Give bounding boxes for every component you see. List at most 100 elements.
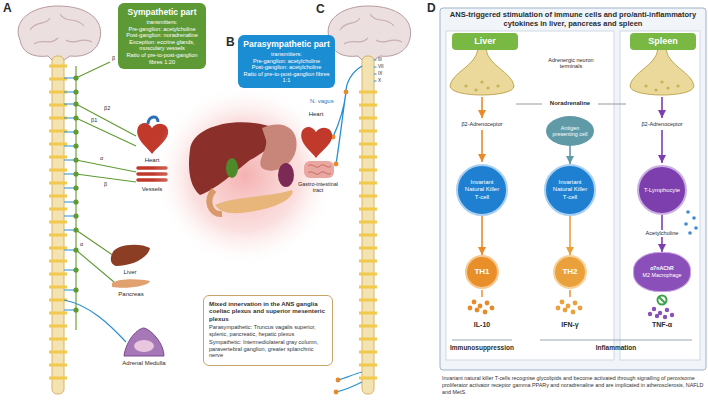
node-text: Pre-ganglion: acetylcholine: [242, 58, 331, 65]
liver-small: [111, 245, 150, 266]
cytokine-arrow: [482, 290, 570, 297]
node-text: Invariant Natural Killer T-cell: [551, 179, 589, 200]
receptor-label: α: [80, 241, 83, 247]
node-text: Ratio of pre-to-post-ganglion fibres 1:2…: [122, 52, 202, 65]
cytokine-label: IL-10: [462, 321, 502, 329]
spinal-cord: [52, 56, 64, 394]
node-text: Antigen presenting cell: [551, 125, 589, 138]
release-arrow: [661, 97, 663, 118]
spleen-column: [620, 31, 700, 360]
bracket-line: [452, 340, 692, 341]
node-text: α7nAChR: [638, 265, 686, 271]
receptor-arrow: [481, 130, 483, 162]
organ-header: Spleen: [630, 33, 696, 50]
node-text: Spleen: [632, 36, 694, 47]
preganglionic-fibres: [64, 78, 74, 310]
node-text: Ratio of pre-to-post-ganglion fibres 1:1: [242, 71, 331, 84]
cranial-nerve-number: III: [378, 57, 382, 62]
vertebra-bands-c: [359, 92, 377, 378]
vertebra-bands: [49, 66, 67, 378]
inkt-cell: Invariant Natural Killer T-cell: [544, 164, 596, 216]
inkt-cell: Invariant Natural Killer T-cell: [456, 164, 508, 216]
brain-c: [328, 6, 411, 60]
pancreas-large: [215, 190, 293, 213]
gut: [304, 161, 334, 178]
panel-letter: A: [3, 2, 12, 15]
outcome-label: Inflammation: [581, 344, 651, 351]
cranial-nerve-number: VII: [378, 64, 384, 69]
parasympathetic-box: Parasympathetic part transmitters:Pre-gan…: [238, 35, 335, 88]
receptor-arrow: [661, 130, 663, 163]
stomach: [260, 124, 296, 170]
receptor-label: β2: [104, 105, 110, 111]
vesicles: [464, 80, 679, 91]
receptor-label: β: [104, 181, 107, 187]
spinal-cord-c: [362, 56, 374, 394]
node-text: M2 Macrophage: [638, 272, 686, 278]
node-text: Pre-ganglion: acetylcholine: [122, 26, 202, 33]
antigen-presenting-cell: Antigen presenting cell: [546, 116, 594, 146]
node-text: Post-ganglion: noradrenaline: [122, 32, 202, 39]
organ-label: Pancreas: [111, 291, 151, 298]
gallbladder: [226, 158, 238, 178]
cranial-nerve-number: X: [378, 78, 381, 83]
th2-cell: TH2: [553, 255, 587, 289]
brain-gyri: [30, 14, 92, 44]
receptor-label: β1: [91, 117, 97, 123]
chain-ganglia: [73, 75, 78, 312]
connector-arrow: [569, 146, 571, 164]
organ-label: Liver: [115, 269, 145, 276]
heart-c: [301, 127, 332, 158]
organ-label: Vessels: [134, 186, 170, 193]
th1-cell: TH1: [465, 255, 499, 289]
aorta: [148, 117, 158, 124]
organ-header: Liver: [452, 33, 518, 50]
receptor-label: β: [112, 55, 115, 61]
t-lymphocyte: T-Lymphocyte: [637, 165, 687, 215]
node-text: transmitters:: [242, 51, 331, 58]
pancreas-small: [112, 279, 150, 287]
spleen: [278, 163, 294, 187]
cytokine-label: IFN-γ: [550, 321, 590, 329]
organ-label: Adrenal Medulla: [114, 360, 174, 367]
panel-letter: B: [226, 36, 235, 49]
node-text: T-Lymphocyte: [642, 187, 682, 194]
cranial-nerve-number: IX: [378, 71, 382, 76]
m2-macrophage: α7nAChRM2 Macrophage: [633, 252, 691, 292]
connector-arrow: [569, 216, 571, 255]
organ-label: Gastro-intestinal tract: [292, 181, 344, 193]
node-text: Exception: eccrine glands, musculary ves…: [122, 39, 202, 52]
organ-glow: [153, 83, 337, 267]
il10-dots: [468, 300, 495, 315]
figure-caption: Invariant natural killer T-cells recogni…: [442, 375, 704, 395]
adrenal-medulla: [134, 340, 154, 352]
receptor-label: β2-Adrenoceptor: [450, 121, 514, 127]
receptor-label: α: [100, 155, 103, 161]
organ-label: Heart: [137, 157, 167, 164]
node-text: transmitters:: [122, 19, 202, 26]
duodenum: [209, 190, 222, 214]
adrenal-gland: [124, 328, 164, 356]
liver-column: [446, 31, 614, 360]
vagus-nerve: [333, 66, 362, 164]
tnf-dots: [648, 307, 674, 319]
terminal-label: Adrenergic neuron terminals: [541, 57, 601, 69]
edge-label: Acetylcholine: [645, 230, 680, 236]
outcome-label: Immunosuppression: [442, 344, 522, 351]
cranial-nerves: [374, 60, 377, 81]
node-text: Parasympathetic part: [242, 39, 331, 49]
organ-label: Heart: [301, 111, 331, 118]
release-arrow: [481, 97, 483, 118]
node-text: Post-ganglion: acetylcholine: [242, 64, 331, 71]
mixed-innervation-box: Mixed innervation in the ANS ganglia coe…: [203, 295, 333, 366]
acetylcholine-dots: [684, 210, 698, 235]
ifn-dots: [556, 300, 583, 315]
parasympathetic-ganglia: [331, 90, 349, 395]
node-text: Sympathetic part: [122, 7, 202, 17]
brain: [18, 6, 101, 60]
panel-letter: C: [316, 3, 325, 16]
panel-letter: D: [427, 2, 436, 15]
transmitter-label: Noradrenaline: [544, 100, 596, 107]
node-text: Parasympathetic: Truncus vagalis superio…: [209, 324, 327, 337]
